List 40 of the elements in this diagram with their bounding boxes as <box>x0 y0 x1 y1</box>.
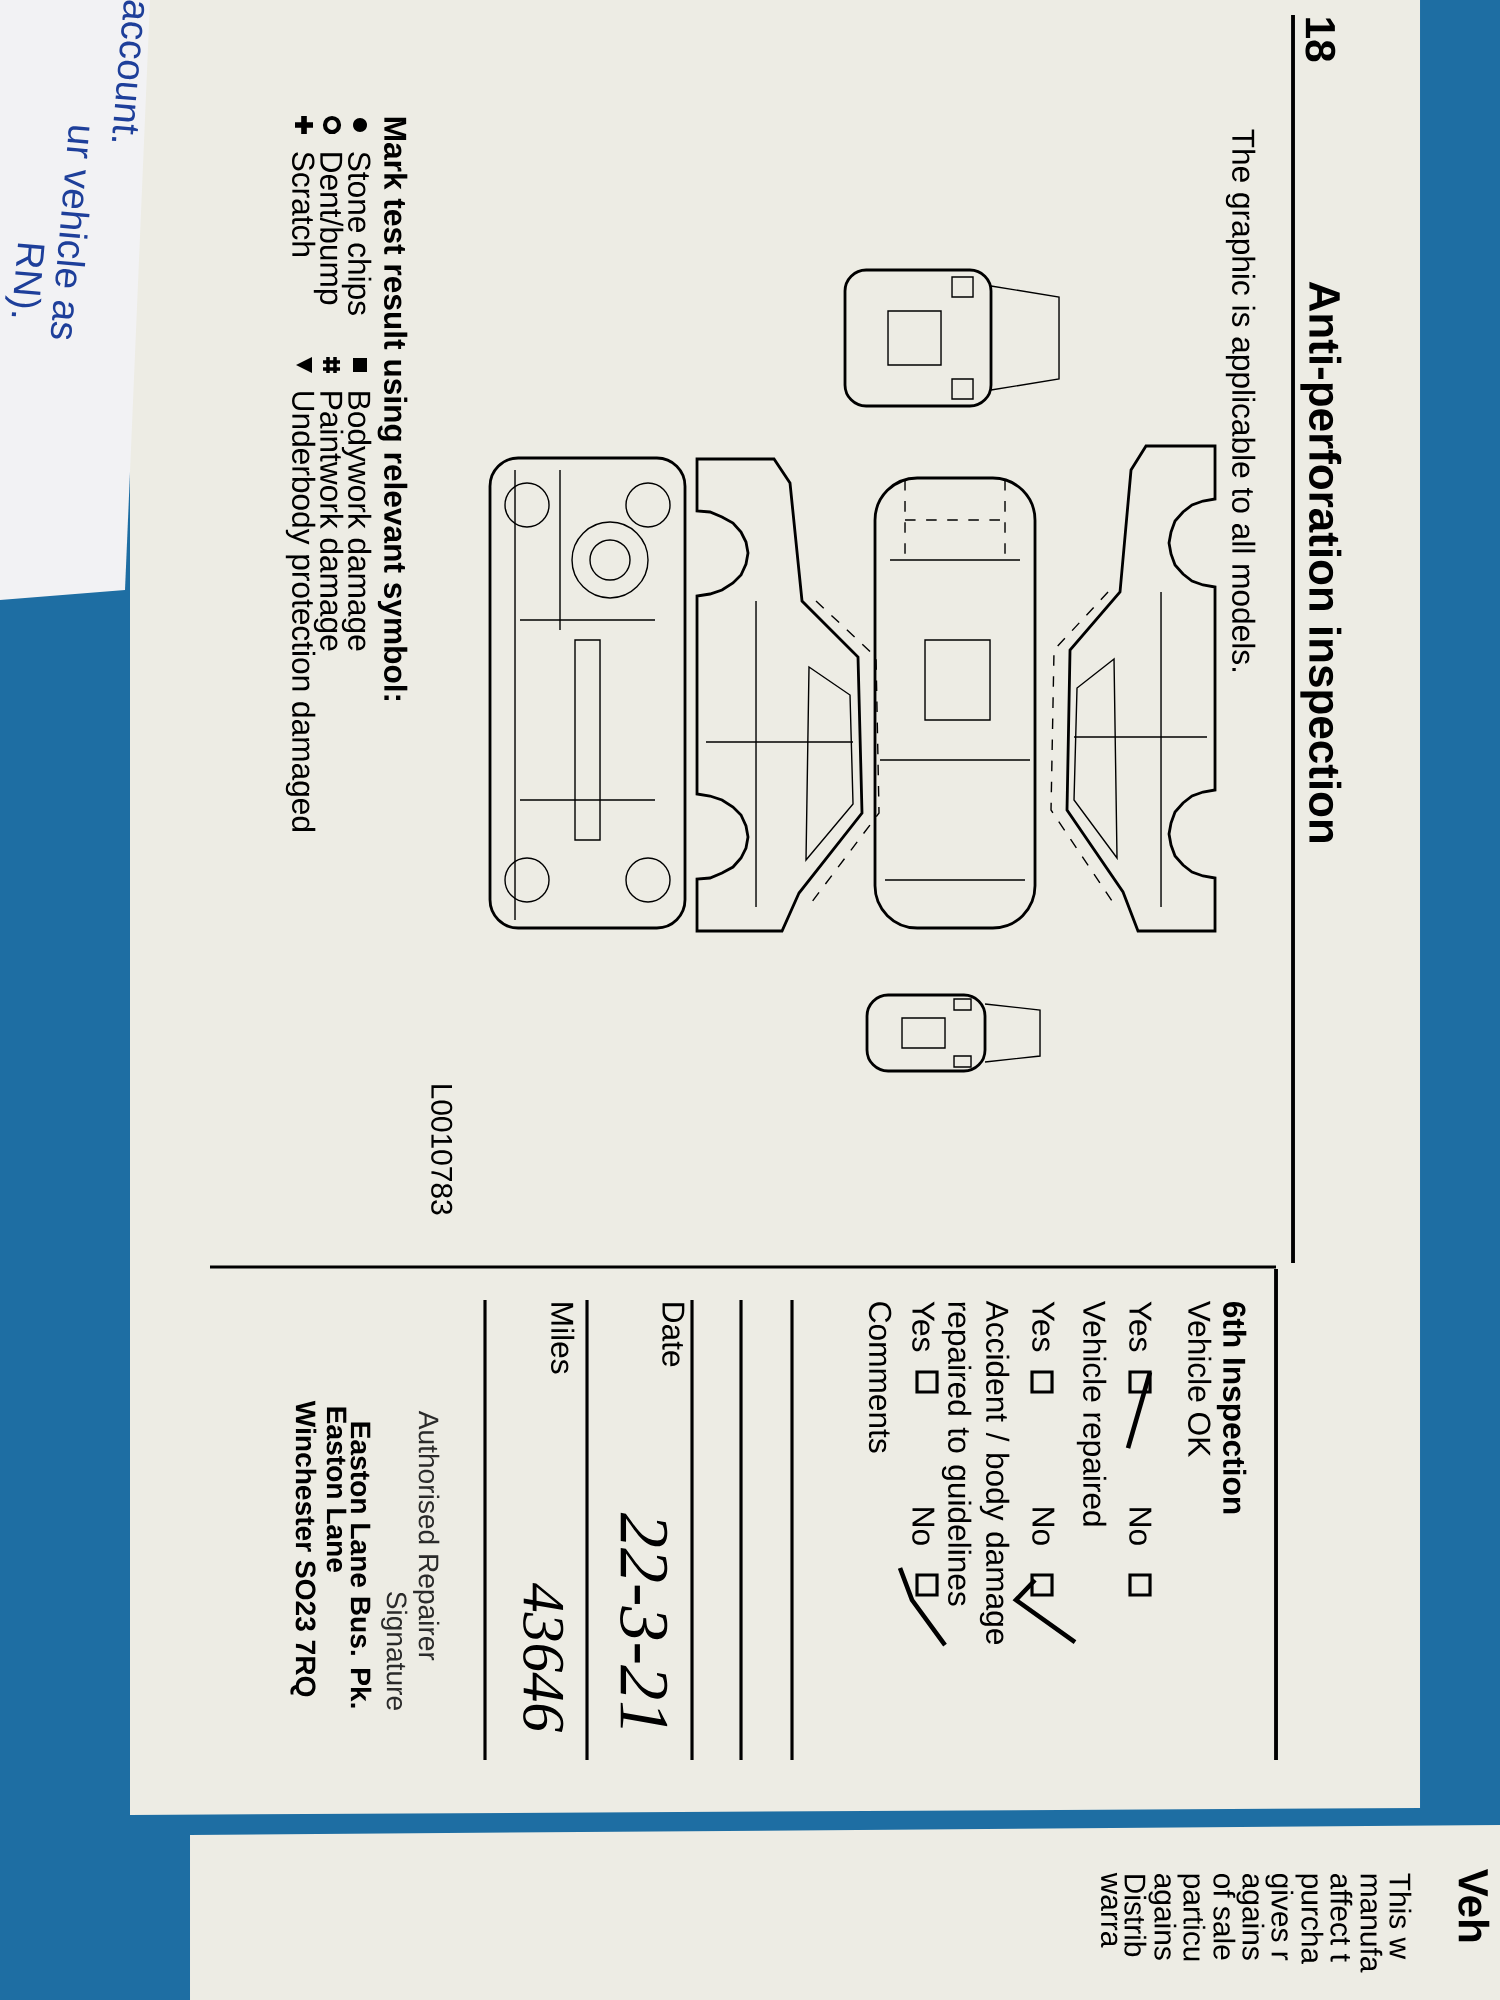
body-text: of sale <box>1213 1874 1236 1960</box>
stamp-text: Easton Lane <box>326 1407 347 1572</box>
form-label: Authorised Repairer <box>413 1410 440 1661</box>
body-text: This w <box>1389 1873 1412 1960</box>
body-text: gives r <box>1265 1874 1294 1961</box>
page-number: 18 <box>1305 18 1336 62</box>
body-text: purcha <box>1295 1874 1324 1965</box>
stamp-text: Winchester SO23 7RQ <box>290 1400 317 1697</box>
body-text: particu <box>1177 1874 1206 1961</box>
handwritten-text: 43646 <box>523 1582 564 1732</box>
page-title: Anti-perforation inspection <box>1300 281 1342 843</box>
option-label: Yes <box>912 1301 935 1352</box>
body-text: agains <box>1148 1874 1177 1960</box>
legend-heading: Mark test result using relevant symbol: <box>377 117 408 701</box>
stamp-text: Easton Lane Bus. Pk. <box>350 1422 372 1708</box>
form-label: Vehicle repaired <box>1076 1300 1107 1526</box>
body-text: agains <box>1236 1874 1265 1960</box>
option-label: Yes <box>1032 1301 1055 1352</box>
section-heading: 6th Inspection <box>1216 1301 1247 1514</box>
handwritten-text: 22-3-21 <box>620 1512 668 1728</box>
sticker-text: ur vehicle as <box>50 126 90 340</box>
option-label: No <box>912 1508 935 1545</box>
option-label: No <box>1032 1508 1055 1545</box>
form-label: Accident / body damage repaired to guidelines <box>941 1300 1010 1645</box>
form-label: Miles <box>551 1303 575 1374</box>
body-text: affect t <box>1330 1874 1353 1962</box>
sticker-text: account. <box>111 0 145 141</box>
form-label: Date <box>662 1303 685 1367</box>
form-label: Comments <box>868 1302 892 1453</box>
page-heading: Veh <box>1458 1869 1490 1942</box>
form-label: Vehicle OK <box>1188 1300 1212 1457</box>
body-text: Distrib <box>1124 1875 1147 1957</box>
body-text: manufa <box>1360 1874 1383 1973</box>
note-text: The graphic is applicable to all models. <box>1225 129 1256 672</box>
body-text: warra <box>1100 1872 1118 1948</box>
option-label: No <box>1129 1508 1152 1545</box>
form-label: Signature <box>381 1592 408 1710</box>
option-label: Yes <box>1129 1301 1152 1352</box>
figure-code: L0010783 <box>431 1085 453 1215</box>
sticker-text: RN). <box>5 243 45 317</box>
